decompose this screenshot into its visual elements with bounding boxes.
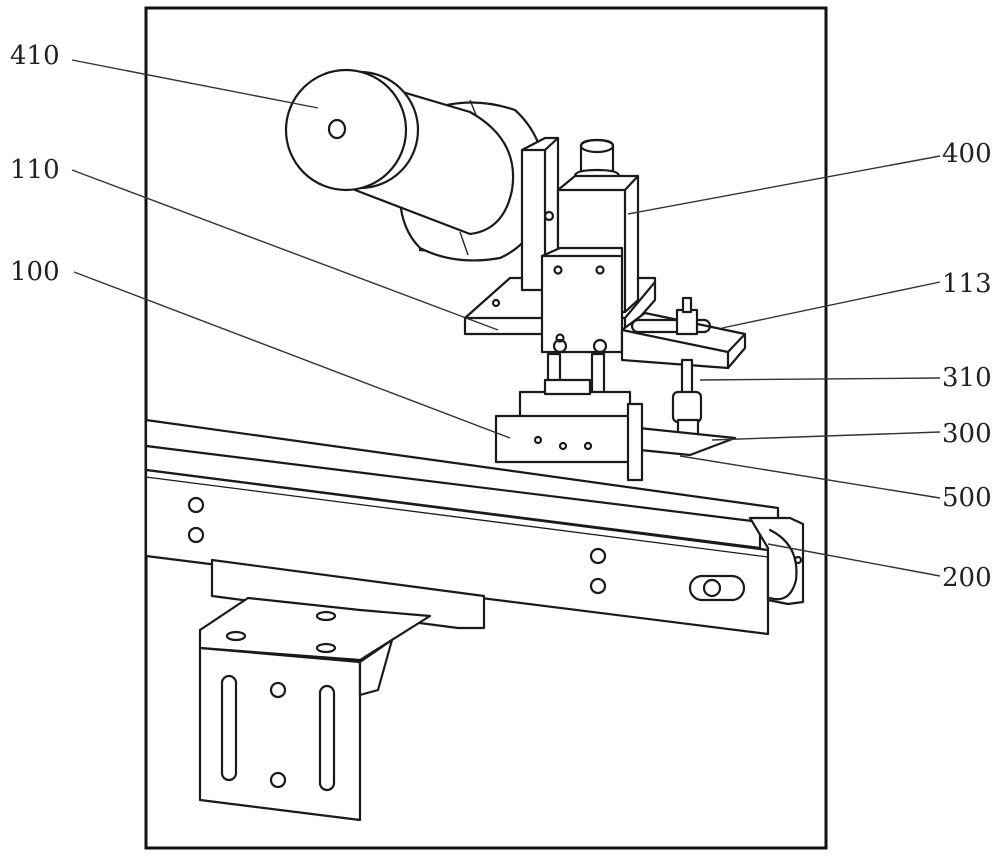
- ref-label-500: 500: [942, 483, 992, 513]
- leader-410: [72, 60, 318, 108]
- ref-label-110: 110: [10, 155, 60, 185]
- ref-label-300: 300: [942, 419, 992, 449]
- base-bracket: [200, 560, 484, 820]
- ref-label-200: 200: [942, 563, 992, 593]
- leader-400: [628, 156, 940, 214]
- ref-label-310: 310: [942, 363, 992, 393]
- leader-500: [680, 456, 940, 498]
- motor-410: [286, 70, 545, 260]
- ref-label-113: 113: [942, 269, 992, 299]
- gripper-block: [496, 380, 642, 480]
- ref-label-400: 400: [942, 139, 992, 169]
- ref-label-100: 100: [10, 257, 60, 287]
- ref-label-410: 410: [10, 41, 60, 71]
- leader-113: [722, 282, 940, 328]
- leader-310: [700, 378, 940, 380]
- leader-100: [74, 272, 510, 438]
